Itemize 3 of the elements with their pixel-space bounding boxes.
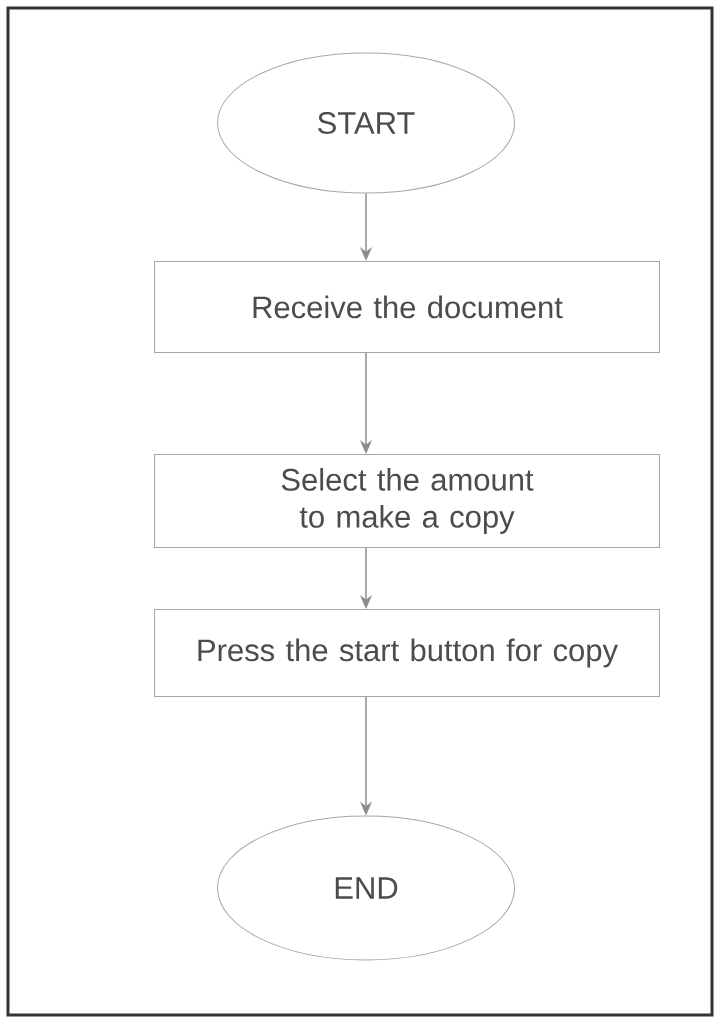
process-box: Receive the document [154,261,660,353]
process-box: Press the start button for copy [154,609,660,697]
process-box: Select the amount to make a copy [154,454,660,548]
